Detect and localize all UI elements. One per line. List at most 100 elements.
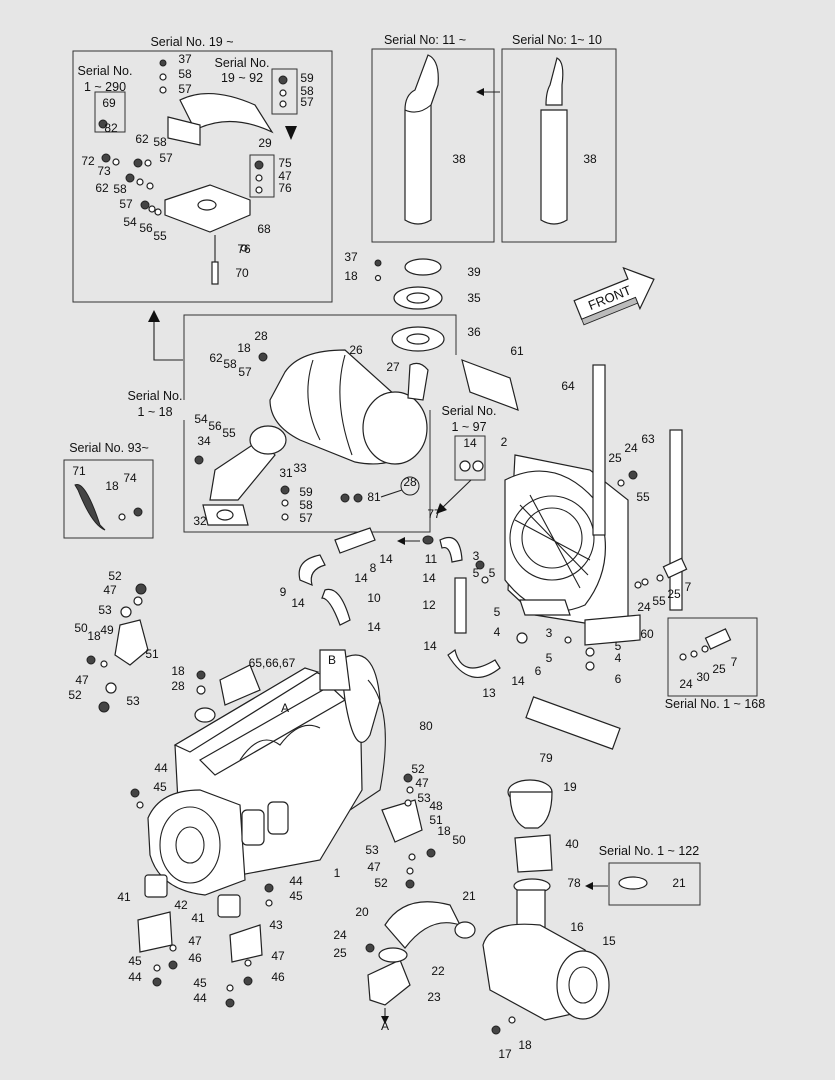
bracket-61 [461,359,519,411]
part-number-23: 23 [427,990,441,1004]
serial-1-122-box [608,862,701,906]
serial-label-s1_10: Serial No: 1~ 10 [512,33,602,47]
part-number-58: 58 [299,498,313,512]
part-number-56: 56 [139,221,153,235]
part-number-5: 5 [489,566,496,580]
part-number-9: 9 [280,585,287,599]
serial-labels: Serial No. 19 ~Serial No: 11 ~Serial No:… [69,33,765,858]
part-number-55: 55 [153,229,167,243]
part-number-47: 47 [278,169,292,183]
part-number-46: 46 [188,951,202,965]
serial-label-s93: Serial No. 93~ [69,441,149,455]
strap-71 [74,484,106,531]
part-number-A: A [381,1019,389,1033]
part-number-81: 81 [367,490,381,504]
part-number-41: 41 [191,911,205,925]
part-number-28: 28 [403,475,417,489]
part-number-1: 1 [334,866,341,880]
part-number-38: 38 [452,152,466,166]
part-number-4: 4 [494,625,501,639]
part-number-18: 18 [237,341,251,355]
part-number-76: 76 [237,242,251,256]
part-number-5: 5 [615,639,622,653]
part-number-13: 13 [482,686,496,700]
part-number-30: 30 [696,670,710,684]
part-number-75: 75 [278,156,292,170]
part-number-41: 41 [117,890,131,904]
part-number-14: 14 [422,571,436,585]
part-number-79: 79 [539,751,553,765]
part-number-47: 47 [103,583,117,597]
part-number-55: 55 [636,490,650,504]
part-number-78: 78 [567,876,581,890]
clamp-21 [618,876,648,890]
filter-2 [267,801,289,835]
mount-51 [114,619,149,666]
part-number-18: 18 [87,629,101,643]
variant-boxes [63,48,758,906]
hose-13 [447,648,501,678]
part-number-55: 55 [652,594,666,608]
part-number-16: 16 [570,920,584,934]
part-number-69: 69 [102,96,116,110]
part-number-59: 59 [300,71,314,85]
part-number-52: 52 [374,876,388,890]
serial-label-s19_92a: Serial No. [215,56,270,70]
serial-1-168-box [667,617,758,697]
part-number-20: 20 [355,905,369,919]
part-number-64: 64 [561,379,575,393]
part-number-77: 77 [427,507,441,521]
part-number-25: 25 [333,946,347,960]
part-number-14: 14 [354,571,368,585]
part-number-58: 58 [178,67,192,81]
part-number-52: 52 [411,762,425,776]
ref-circle-28 [400,476,420,496]
part-number-71: 71 [72,464,86,478]
part-number-8: 8 [370,561,377,575]
part-number-57: 57 [299,511,313,525]
part-number-62: 62 [135,132,149,146]
part-number-6: 6 [615,672,622,686]
part-number-70: 70 [235,266,249,280]
part-number-14: 14 [511,674,525,688]
part-number-11: 11 [425,552,438,566]
part-number-31: 31 [279,466,293,480]
part-number-51: 51 [145,647,159,661]
serial-label-s1_97b: 1 ~ 97 [451,420,486,434]
part-number-3: 3 [473,549,480,563]
sub-box-75 [249,154,275,198]
part-number-24: 24 [624,441,638,455]
part-number-55: 55 [222,426,236,440]
pipe-flanges [374,258,445,352]
part-number-50: 50 [74,621,88,635]
pipe-12 [454,577,467,634]
flywheel-housing [147,789,246,896]
part-number-37: 37 [178,52,192,66]
part-number-52: 52 [68,688,82,702]
part-number-24: 24 [637,600,651,614]
air-cleaner-15 [365,779,648,1035]
part-number-39: 39 [467,265,481,279]
part-number-44: 44 [128,970,142,984]
part-number-58: 58 [300,84,314,98]
serial-label-s1_290b: 1 ~ 290 [84,80,126,94]
part-number-76: 76 [278,181,292,195]
part-number-29: 29 [258,136,272,150]
part-number-65-66-67: 65,66,67 [249,656,296,670]
tail-pipe-box-11 [371,48,495,243]
left-arrow-hose [397,537,405,545]
part-number-60: 60 [640,627,654,641]
part-number-52: 52 [108,569,122,583]
part-number-74: 74 [123,471,137,485]
part-number-25: 25 [608,451,622,465]
hose-9 [298,554,326,587]
part-number-42: 42 [174,898,188,912]
part-number-80: 80 [419,719,433,733]
hose-10 [321,588,351,626]
part-number-59: 59 [299,485,313,499]
part-number-35: 35 [467,291,481,305]
part-number-57: 57 [178,82,192,96]
part-number-62: 62 [209,351,223,365]
part-number-14: 14 [367,620,381,634]
